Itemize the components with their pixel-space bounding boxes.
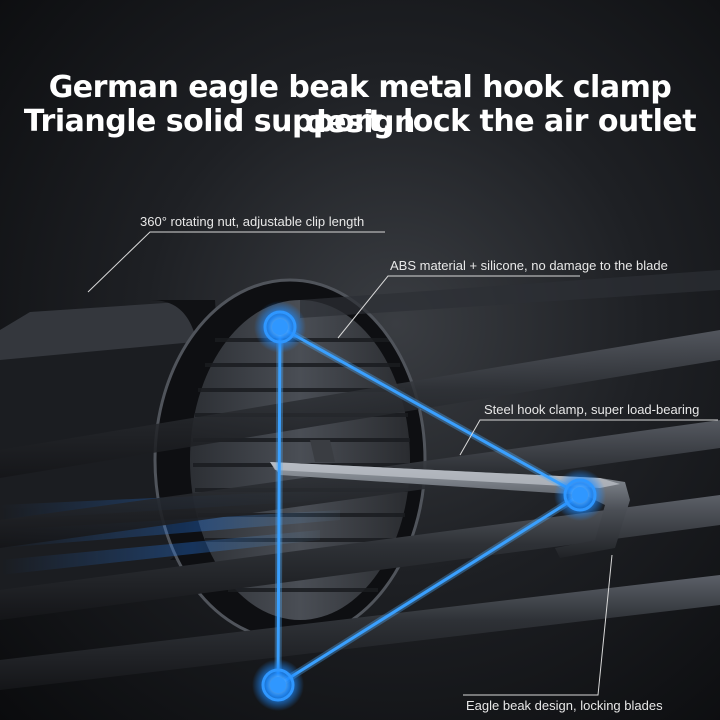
- support-point-top: [254, 301, 306, 353]
- callout-rotating-nut: 360° rotating nut, adjustable clip lengt…: [140, 214, 365, 229]
- leader-line-abs-material: [337, 275, 580, 339]
- leader-line-rotating-nut: [87, 231, 385, 293]
- leader-line-steel-hook: [459, 419, 718, 456]
- headline-line-2: Triangle solid support, lock the air out…: [23, 104, 697, 139]
- steel-hook-clamp: [270, 440, 630, 558]
- headline-line-1: German eagle beak metal hook clamp desig…: [48, 70, 672, 140]
- support-point-right: [554, 469, 606, 521]
- support-point-bottom: [252, 659, 304, 711]
- callout-steel-hook: Steel hook clamp, super load-bearing: [484, 402, 700, 417]
- callout-eagle-beak: Eagle beak design, locking blades: [466, 698, 663, 713]
- leader-line-eagle-beak: [463, 554, 613, 696]
- support-triangle: [274, 321, 587, 692]
- air-vent-blades: [0, 270, 720, 690]
- callout-abs-material: ABS material + silicone, no damage to th…: [390, 258, 668, 273]
